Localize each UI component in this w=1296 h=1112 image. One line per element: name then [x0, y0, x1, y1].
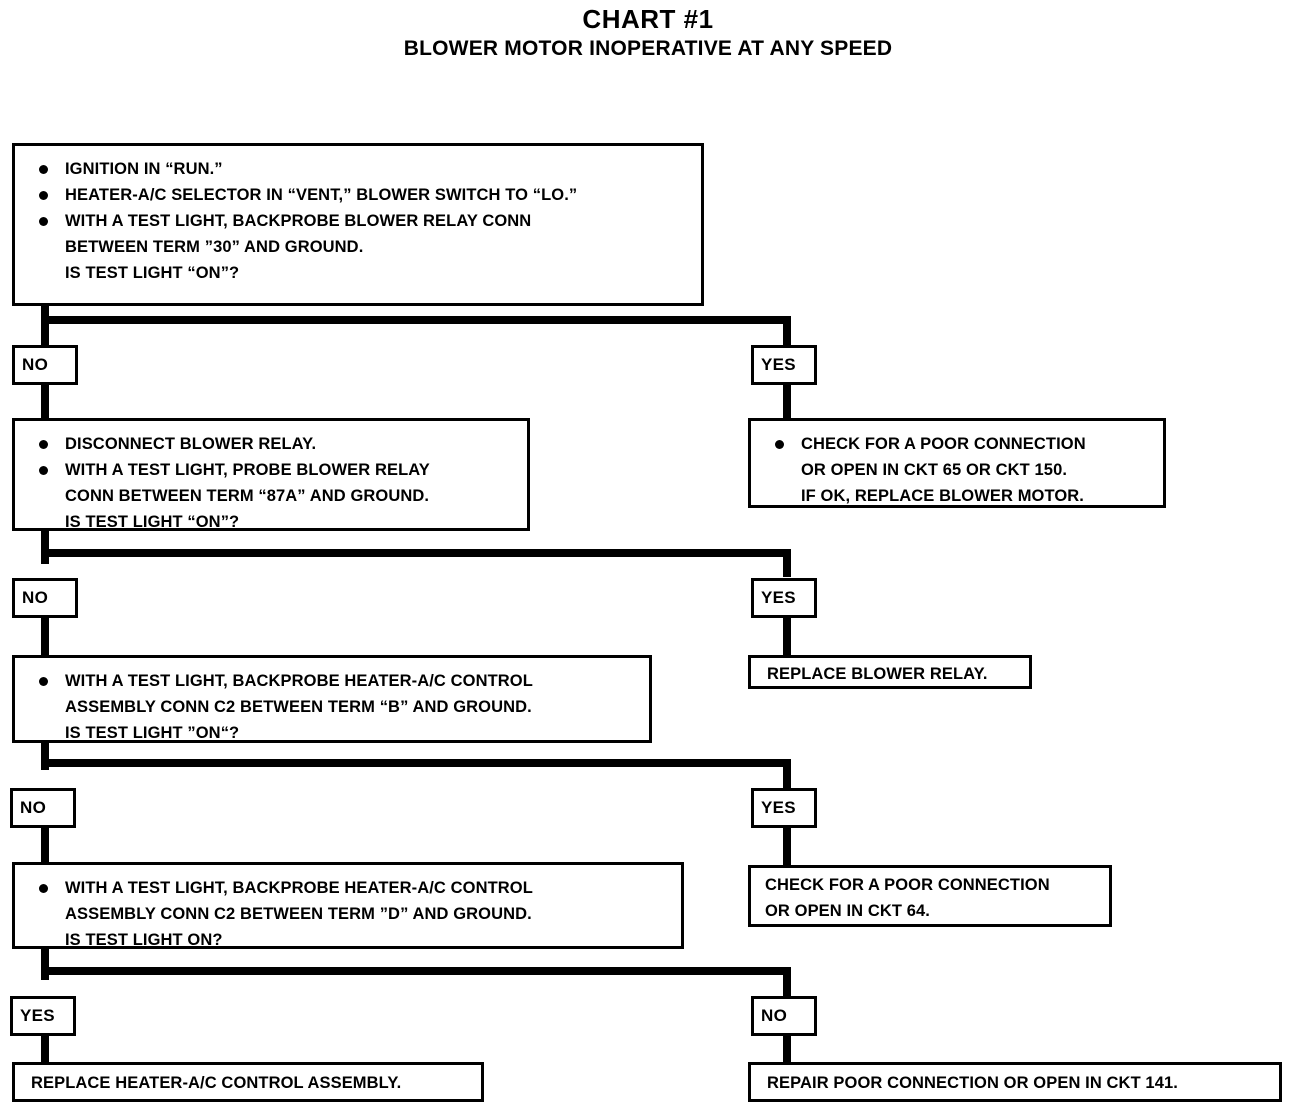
- connector-row4-right-drop: [783, 967, 791, 999]
- node-line: BETWEEN TERM ”30” AND GROUND.: [65, 238, 364, 256]
- node-step4-right-content: CHECK FOR A POOR CONNECTION OR OPEN IN C…: [751, 868, 1109, 928]
- connector-d1-right-drop: [783, 378, 791, 418]
- node-step2-left[interactable]: DISCONNECT BLOWER RELAY. WITH A TEST LIG…: [12, 418, 530, 531]
- node-step1-content: IGNITION IN “RUN.” HEATER-A/C SELECTOR I…: [15, 146, 701, 294]
- node-step5-left[interactable]: REPLACE HEATER-A/C CONTROL ASSEMBLY.: [12, 1062, 484, 1102]
- connector-d2-left-drop: [41, 612, 49, 662]
- node-line: IS TEST LIGHT “ON”?: [65, 264, 240, 282]
- decision-no-3[interactable]: NO: [10, 788, 76, 828]
- node-step4-left-content: WITH A TEST LIGHT, BACKPROBE HEATER-A/C …: [15, 865, 681, 961]
- node-step3-left[interactable]: WITH A TEST LIGHT, BACKPROBE HEATER-A/C …: [12, 655, 652, 743]
- node-line: IF OK, REPLACE BLOWER MOTOR.: [801, 487, 1084, 505]
- node-line: ASSEMBLY CONN C2 BETWEEN TERM ”D” AND GR…: [65, 905, 532, 923]
- page-subtitle: BLOWER MOTOR INOPERATIVE AT ANY SPEED: [403, 37, 893, 60]
- connector-d4-right-drop: [783, 1032, 791, 1064]
- node-line: ASSEMBLY CONN C2 BETWEEN TERM “B” AND GR…: [65, 698, 532, 716]
- node-line: DISCONNECT BLOWER RELAY.: [25, 431, 517, 457]
- connector-d2-right-drop: [783, 612, 791, 660]
- node-line: WITH A TEST LIGHT, BACKPROBE HEATER-A/C …: [25, 875, 671, 901]
- node-line: REPLACE BLOWER RELAY.: [767, 665, 988, 683]
- node-line: CHECK FOR A POOR CONNECTION: [761, 431, 1153, 457]
- node-line: IGNITION IN “RUN.”: [25, 156, 691, 182]
- node-step2-left-content: DISCONNECT BLOWER RELAY. WITH A TEST LIG…: [15, 421, 527, 543]
- node-step4-right[interactable]: CHECK FOR A POOR CONNECTION OR OPEN IN C…: [748, 865, 1112, 927]
- connector-row2-bar: [41, 549, 791, 557]
- decision-yes-4[interactable]: YES: [10, 996, 76, 1036]
- node-line: REPAIR POOR CONNECTION OR OPEN IN CKT 14…: [767, 1074, 1178, 1092]
- decision-yes-1[interactable]: YES: [751, 345, 817, 385]
- node-line: OR OPEN IN CKT 65 OR CKT 150.: [801, 461, 1068, 479]
- node-step5-left-content: REPLACE HEATER-A/C CONTROL ASSEMBLY.: [15, 1065, 481, 1101]
- decision-label: NO: [20, 798, 47, 817]
- connector-row3-bar: [41, 759, 791, 767]
- node-line: WITH A TEST LIGHT, BACKPROBE BLOWER RELA…: [25, 208, 691, 234]
- decision-label: YES: [20, 1006, 55, 1025]
- connector-d4-left-drop: [41, 1032, 49, 1064]
- decision-label: YES: [761, 588, 796, 607]
- node-step4-left[interactable]: WITH A TEST LIGHT, BACKPROBE HEATER-A/C …: [12, 862, 684, 949]
- node-step3-left-content: WITH A TEST LIGHT, BACKPROBE HEATER-A/C …: [15, 658, 649, 754]
- decision-no-1[interactable]: NO: [12, 345, 78, 385]
- decision-label: YES: [761, 355, 796, 374]
- node-line: WITH A TEST LIGHT, PROBE BLOWER RELAY: [25, 457, 517, 483]
- decision-label: NO: [22, 355, 49, 374]
- decision-label: NO: [761, 1006, 788, 1025]
- node-line: HEATER-A/C SELECTOR IN “VENT,” BLOWER SW…: [25, 182, 691, 208]
- connector-step4-stem: [41, 946, 49, 980]
- connector-d3-right-drop: [783, 824, 791, 868]
- node-step5-right-content: REPAIR POOR CONNECTION OR OPEN IN CKT 14…: [751, 1065, 1279, 1101]
- node-step2-right-content: CHECK FOR A POOR CONNECTION OR OPEN IN C…: [751, 421, 1163, 517]
- node-step5-right[interactable]: REPAIR POOR CONNECTION OR OPEN IN CKT 14…: [748, 1062, 1282, 1102]
- connector-row1-bar: [41, 316, 791, 324]
- decision-no-4[interactable]: NO: [751, 996, 817, 1036]
- node-line: OR OPEN IN CKT 64.: [765, 902, 930, 920]
- node-line: CHECK FOR A POOR CONNECTION: [765, 876, 1050, 894]
- node-line: CONN BETWEEN TERM “87A” AND GROUND.: [65, 487, 430, 505]
- connector-row4-bar: [41, 967, 791, 975]
- connector-step1-stem: [41, 302, 49, 350]
- decision-no-2[interactable]: NO: [12, 578, 78, 618]
- connector-step2-stem: [41, 528, 49, 564]
- decision-yes-3[interactable]: YES: [751, 788, 817, 828]
- connector-row3-right-drop: [783, 759, 791, 791]
- decision-label: NO: [22, 588, 49, 607]
- node-step3-right-content: REPLACE BLOWER RELAY.: [751, 658, 1029, 690]
- node-line: WITH A TEST LIGHT, BACKPROBE HEATER-A/C …: [25, 668, 639, 694]
- node-line: IS TEST LIGHT ON?: [65, 931, 223, 949]
- connector-d3-left-drop: [41, 824, 49, 868]
- connector-row2-right-drop: [783, 549, 791, 577]
- node-step1[interactable]: IGNITION IN “RUN.” HEATER-A/C SELECTOR I…: [12, 143, 704, 306]
- chart-title-block: CHART #1 BLOWER MOTOR INOPERATIVE AT ANY…: [0, 4, 1296, 62]
- decision-label: YES: [761, 798, 796, 817]
- connector-step3-stem: [41, 740, 49, 770]
- node-line: REPLACE HEATER-A/C CONTROL ASSEMBLY.: [31, 1074, 402, 1092]
- page-title: CHART #1: [582, 4, 714, 34]
- decision-yes-2[interactable]: YES: [751, 578, 817, 618]
- node-line: IS TEST LIGHT ”ON“?: [65, 724, 240, 742]
- connector-d1-left-drop: [41, 378, 49, 418]
- connector-row1-right-drop: [783, 316, 791, 350]
- node-step2-right[interactable]: CHECK FOR A POOR CONNECTION OR OPEN IN C…: [748, 418, 1166, 508]
- node-step3-right[interactable]: REPLACE BLOWER RELAY.: [748, 655, 1032, 689]
- node-line: IS TEST LIGHT “ON”?: [65, 513, 240, 531]
